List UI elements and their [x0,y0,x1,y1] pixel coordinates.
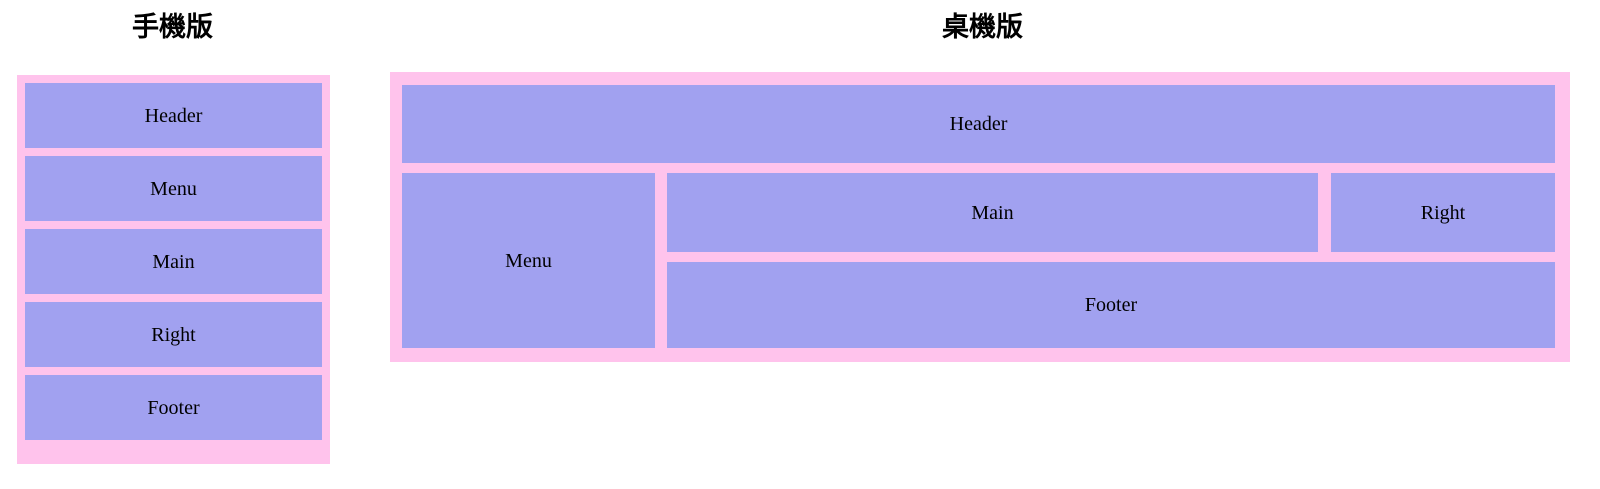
desktop-block-footer[interactable]: Footer [667,262,1555,348]
desktop-block-footer-label: Footer [1084,294,1138,316]
desktop-block-menu-label: Menu [505,249,552,272]
mobile-block-footer[interactable]: Footer [25,375,322,440]
desktop-layout-title: 桌機版 [942,12,1023,42]
mobile-block-footer-label: Footer [147,396,200,419]
mobile-block-main[interactable]: Main [25,229,322,294]
mobile-layout-container: Header Menu Main Right Footer [17,75,330,464]
desktop-block-main[interactable]: Main [667,173,1318,252]
mobile-block-right[interactable]: Right [25,302,322,367]
mobile-block-header-label: Header [144,104,203,127]
mobile-block-menu[interactable]: Menu [25,156,322,221]
desktop-layout-container: Header Menu Main Right Footer [390,72,1570,362]
desktop-block-header[interactable]: Header [402,85,1555,163]
desktop-block-menu[interactable]: Menu [402,173,655,348]
desktop-block-right-label: Right [1420,201,1466,224]
desktop-block-right[interactable]: Right [1331,173,1555,252]
mobile-block-header[interactable]: Header [25,83,322,148]
mobile-layout-title: 手機版 [132,12,213,42]
mobile-block-right-label: Right [151,323,196,346]
mobile-block-main-label: Main [152,250,195,273]
mobile-block-menu-label: Menu [150,177,197,200]
desktop-block-header-label: Header [949,113,1008,135]
desktop-block-main-label: Main [971,201,1014,224]
